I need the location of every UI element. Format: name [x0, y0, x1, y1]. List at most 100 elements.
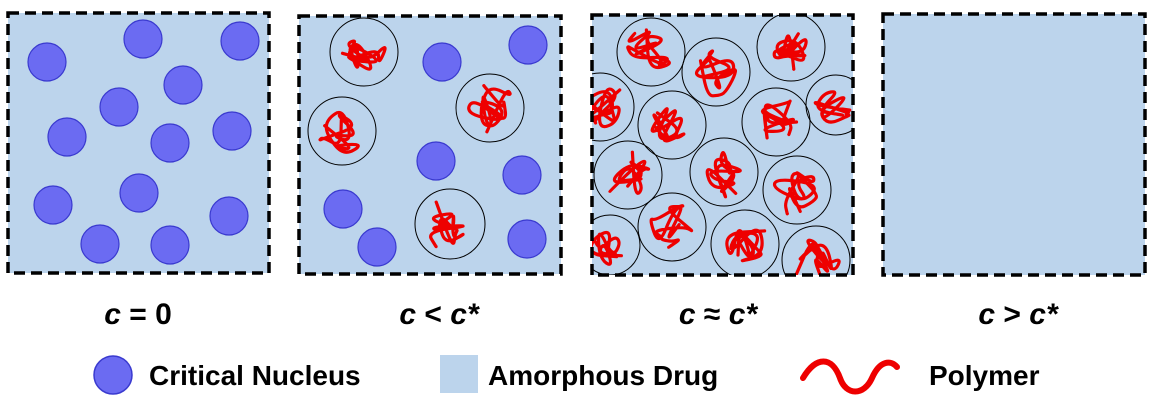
- polymer-coil: [307, 96, 377, 166]
- coil-boundary: [414, 188, 486, 260]
- panel-border: [6, 11, 271, 275]
- panel-c-zero: [6, 11, 271, 275]
- critical-nucleus: [508, 25, 548, 65]
- polymer-chain: [760, 99, 799, 140]
- polymer-chain: [340, 39, 387, 71]
- coil-boundary: [762, 155, 832, 225]
- polymer-chain: [772, 32, 808, 71]
- coil-boundary: [681, 37, 751, 107]
- polymer-chain: [649, 204, 694, 249]
- panel-label-c-overlap: c ≈ c*: [679, 298, 759, 331]
- panel-border: [590, 13, 855, 277]
- nuclei-group: [27, 19, 260, 265]
- legend-drug-label: Amorphous Drug: [488, 360, 718, 391]
- legend-nucleus-label: Critical Nucleus: [149, 360, 361, 391]
- critical-nucleus: [27, 42, 67, 82]
- polymer-chain: [650, 107, 686, 143]
- polymer-coil: [329, 17, 399, 87]
- legend-polymer-icon: [800, 358, 900, 395]
- panel-border: [881, 12, 1147, 277]
- polymer-chain: [608, 150, 651, 195]
- critical-nucleus: [80, 224, 120, 264]
- polymer-coil: [455, 73, 525, 143]
- nuclei-group: [323, 25, 548, 267]
- polymer-coil: [637, 90, 707, 160]
- coil-boundary: [637, 90, 707, 160]
- polymer-chain: [592, 230, 623, 266]
- polymer-chain: [694, 49, 738, 98]
- critical-nucleus: [99, 87, 139, 127]
- critical-nucleus: [323, 189, 363, 229]
- critical-nucleus: [212, 111, 252, 151]
- critical-nucleus: [123, 19, 163, 59]
- critical-nucleus: [150, 123, 190, 163]
- critical-nucleus: [357, 227, 397, 267]
- coil-boundary: [307, 96, 377, 166]
- panel-c-semidilute: [881, 12, 1147, 277]
- polymer-coil: [756, 15, 826, 82]
- polymer-chain: [467, 84, 512, 134]
- critical-nucleus: [502, 155, 542, 195]
- polymer-coil: [637, 192, 707, 262]
- coil-boundary: [756, 15, 826, 82]
- panel-label-c-dilute: c < c*: [399, 298, 480, 331]
- panel-border: [297, 14, 563, 276]
- polymer-chain: [318, 110, 360, 154]
- coil-boundary: [616, 17, 686, 87]
- panel-c-overlap: [590, 13, 855, 277]
- polymer-coil: [681, 37, 751, 107]
- polymer-coil: [689, 137, 759, 207]
- critical-nucleus: [163, 65, 203, 105]
- polymer-coil: [762, 155, 832, 225]
- polymer-chain: [772, 171, 819, 216]
- critical-nucleus: [150, 225, 190, 265]
- polymer-coils-group: [307, 17, 525, 260]
- polymer-coil: [592, 72, 635, 142]
- panel-c-dilute: [297, 14, 563, 276]
- polymer-coil: [781, 225, 851, 275]
- critical-nucleus: [507, 219, 547, 259]
- critical-nucleus: [209, 196, 249, 236]
- coil-boundary: [710, 209, 780, 275]
- critical-nucleus: [119, 173, 159, 213]
- polymer-chain: [705, 151, 742, 199]
- coil-boundary: [455, 73, 525, 143]
- polymer-chain: [813, 90, 852, 124]
- critical-nucleus: [220, 21, 260, 61]
- critical-nucleus: [422, 42, 462, 82]
- polymer-coil: [805, 74, 853, 136]
- polymer-chain: [725, 228, 767, 263]
- critical-nucleus: [47, 117, 87, 157]
- polymer-coil: [741, 87, 811, 157]
- polymer-coil: [593, 140, 663, 210]
- polymer-coil: [710, 209, 780, 275]
- polymer-coil: [616, 17, 686, 87]
- critical-nucleus: [33, 185, 73, 225]
- polymer-coils-group: [592, 15, 853, 275]
- legend: Critical Nucleus Amorphous Drug Polymer: [93, 355, 1040, 395]
- coil-boundary: [637, 192, 707, 262]
- coil-boundary: [805, 74, 853, 136]
- coil-boundary: [689, 137, 759, 207]
- polymer-chain: [626, 28, 671, 70]
- coil-boundary: [329, 17, 399, 87]
- legend-nucleus-icon: [93, 355, 133, 395]
- coil-boundary: [592, 72, 635, 142]
- legend-polymer-label: Polymer: [929, 360, 1040, 391]
- coil-boundary: [593, 140, 663, 210]
- coil-boundary: [781, 225, 851, 275]
- polymer-chain: [429, 200, 465, 249]
- coil-boundary: [592, 214, 641, 275]
- panel-label-c-zero: c = 0: [104, 298, 172, 331]
- coil-boundary: [741, 87, 811, 157]
- polymer-chain: [794, 238, 841, 275]
- amorphous-drug-region: [592, 15, 853, 275]
- polymer-chain: [592, 87, 622, 129]
- polymer-coil: [592, 214, 641, 275]
- critical-nucleus: [416, 141, 456, 181]
- amorphous-drug-region: [883, 14, 1145, 275]
- legend-drug-swatch: [440, 355, 478, 393]
- polymer-coil: [414, 188, 486, 260]
- panel-label-c-semidilute: c > c*: [978, 298, 1059, 331]
